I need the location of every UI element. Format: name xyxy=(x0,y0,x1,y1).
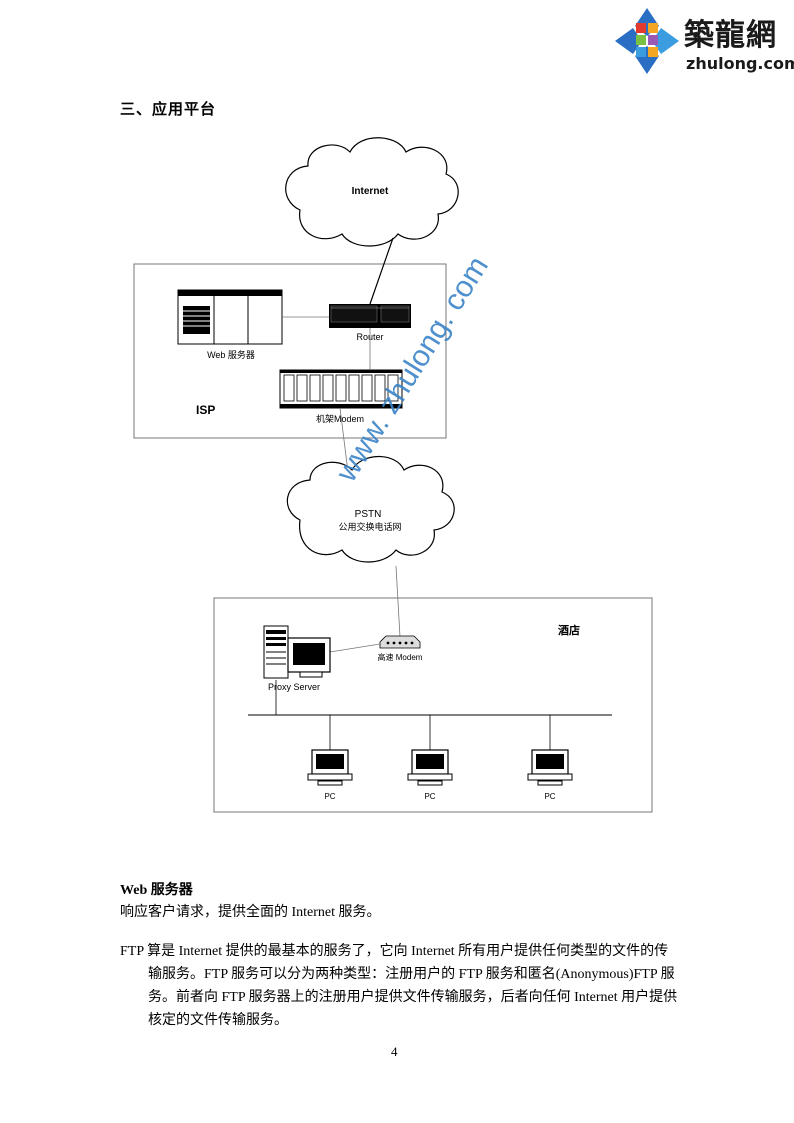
pstn-sub-label: 公用交换电话网 xyxy=(338,521,401,532)
pc-label: PC xyxy=(544,792,555,801)
pstn-hsmodem-link xyxy=(395,565,401,638)
ftp-line: 输服务。FTP 服务可以分为两种类型：注册用户的 FTP 服务和匿名(Anony… xyxy=(148,967,675,982)
pstn-cloud xyxy=(286,456,455,563)
ftp-line: 务。前者向 FTP 服务器上的注册用户提供文件传输服务，后者向任何 Intern… xyxy=(148,990,678,1005)
hs-modem-label: 高速 Modem xyxy=(378,652,423,662)
isp-box xyxy=(133,263,447,439)
isp-label: ISP xyxy=(196,403,215,417)
pc-icon xyxy=(307,749,353,786)
ftp-line: 核定的文件传输服务。 xyxy=(148,1013,288,1028)
pc-icon xyxy=(527,749,573,786)
section-title: 三、应用平台 xyxy=(120,100,217,118)
network-diagram: Internet ISP Web 服务器 Router 机架 xyxy=(133,137,653,813)
web-server-heading: Web 服务器 xyxy=(120,883,193,898)
logo-text-en: zhulong.com xyxy=(686,54,794,73)
proxy-modem-link xyxy=(329,643,381,653)
pc-label: PC xyxy=(324,792,335,801)
router-internet-link xyxy=(369,237,394,305)
page-number: 4 xyxy=(391,1044,398,1059)
rack-modem-icon xyxy=(279,369,403,409)
web-server-label: Web 服务器 xyxy=(207,349,255,360)
logo-text-cn: 築龍網 xyxy=(684,18,777,53)
proxy-server-icon xyxy=(263,625,331,679)
hotel-label: 酒店 xyxy=(558,623,580,637)
internet-cloud xyxy=(285,137,459,247)
modem-pstn-link xyxy=(339,407,349,473)
router-icon xyxy=(329,304,411,328)
zhulong-logo: 築龍網 zhulong.com xyxy=(612,6,794,76)
pc-icon xyxy=(407,749,453,786)
logo-mark-icon xyxy=(615,8,679,74)
internet-label: Internet xyxy=(352,186,389,197)
hs-modem-icon xyxy=(379,635,421,649)
web-server-description: 响应客户请求，提供全面的 Internet 服务。 xyxy=(120,905,381,920)
ftp-line: FTP 算是 Internet 提供的最基本的服务了，它向 Internet 所… xyxy=(120,944,669,959)
rack-modem-label: 机架Modem xyxy=(316,413,364,424)
web-server-icon xyxy=(177,289,283,345)
proxy-server-label: Proxy Server xyxy=(268,682,320,692)
pc-label: PC xyxy=(424,792,435,801)
hotel-box xyxy=(213,597,653,813)
pstn-label: PSTN xyxy=(355,509,382,520)
ftp-paragraph: FTP 算是 Internet 提供的最基本的服务了，它向 Internet 所… xyxy=(120,940,680,1032)
